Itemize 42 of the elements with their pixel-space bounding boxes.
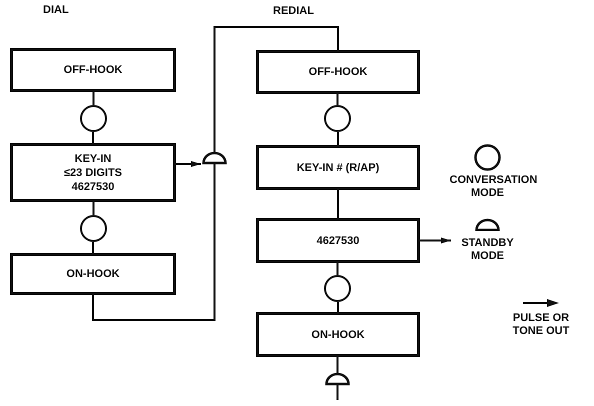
standby-mode-semicircle bbox=[325, 373, 350, 385]
connector-line bbox=[92, 92, 94, 105]
connector-line bbox=[336, 385, 338, 400]
box-text: 4627530 bbox=[316, 234, 360, 248]
conversation-mode-circle bbox=[80, 105, 107, 132]
connector-line bbox=[92, 242, 94, 253]
conversation-mode-circle bbox=[324, 275, 351, 302]
process-box bbox=[10, 48, 176, 92]
connector-line bbox=[337, 190, 339, 218]
box-text: 4627530 bbox=[72, 180, 114, 194]
box-text: OFF-HOOK bbox=[64, 63, 122, 77]
box-text: OFF-HOOK bbox=[308, 65, 368, 79]
box-text: KEY-IN # (R/AP) bbox=[296, 160, 380, 174]
box-text: ON-HOOK bbox=[311, 328, 365, 342]
connector-line bbox=[92, 202, 94, 215]
conversation-mode-circle bbox=[324, 105, 351, 132]
arrow bbox=[176, 161, 201, 167]
box-text: ON-HOOK bbox=[66, 267, 120, 281]
connector-line bbox=[337, 132, 339, 145]
process-box bbox=[256, 145, 420, 190]
process-box bbox=[256, 50, 420, 94]
legend-text: CONVERSATION MODE bbox=[448, 174, 538, 200]
process-box bbox=[256, 218, 420, 263]
conversation-mode-circle bbox=[80, 215, 107, 242]
connector-line bbox=[336, 357, 338, 373]
process-box bbox=[10, 143, 176, 202]
connector-line bbox=[92, 164, 216, 321]
box-text: KEY-IN bbox=[74, 152, 112, 166]
legend-text: PULSE OR TONE OUT bbox=[512, 312, 570, 338]
connector-line bbox=[336, 94, 338, 105]
connector-line bbox=[92, 132, 94, 143]
legend-text: STANDBY MODE bbox=[460, 237, 515, 263]
box-text: ≤23 DIGITS bbox=[64, 166, 122, 180]
connector-line bbox=[336, 263, 338, 275]
process-box bbox=[256, 312, 420, 357]
column-heading: DIAL bbox=[43, 4, 69, 16]
column-heading: REDIAL bbox=[273, 5, 314, 17]
connector-line bbox=[337, 302, 339, 312]
arrow bbox=[420, 238, 451, 244]
standby-mode-semicircle bbox=[202, 152, 227, 164]
connector-line bbox=[214, 26, 339, 152]
process-box bbox=[10, 253, 176, 295]
